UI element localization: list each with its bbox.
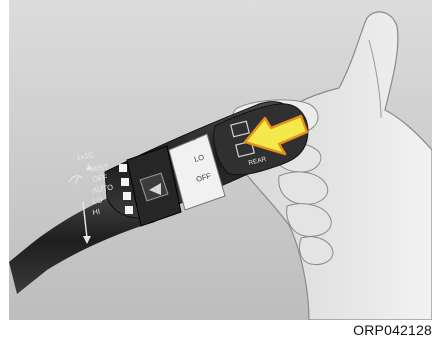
wiper-stalk-illustration: 1x1C MIST OFF AUTO LO HI HI LO OFF REAR [9,0,432,320]
mode-hi-label: HI [92,207,101,217]
caption-strip: ORP042128 [0,320,432,341]
mode-lo-label: LO [92,195,104,206]
figure-code: ORP042128 [353,322,432,338]
